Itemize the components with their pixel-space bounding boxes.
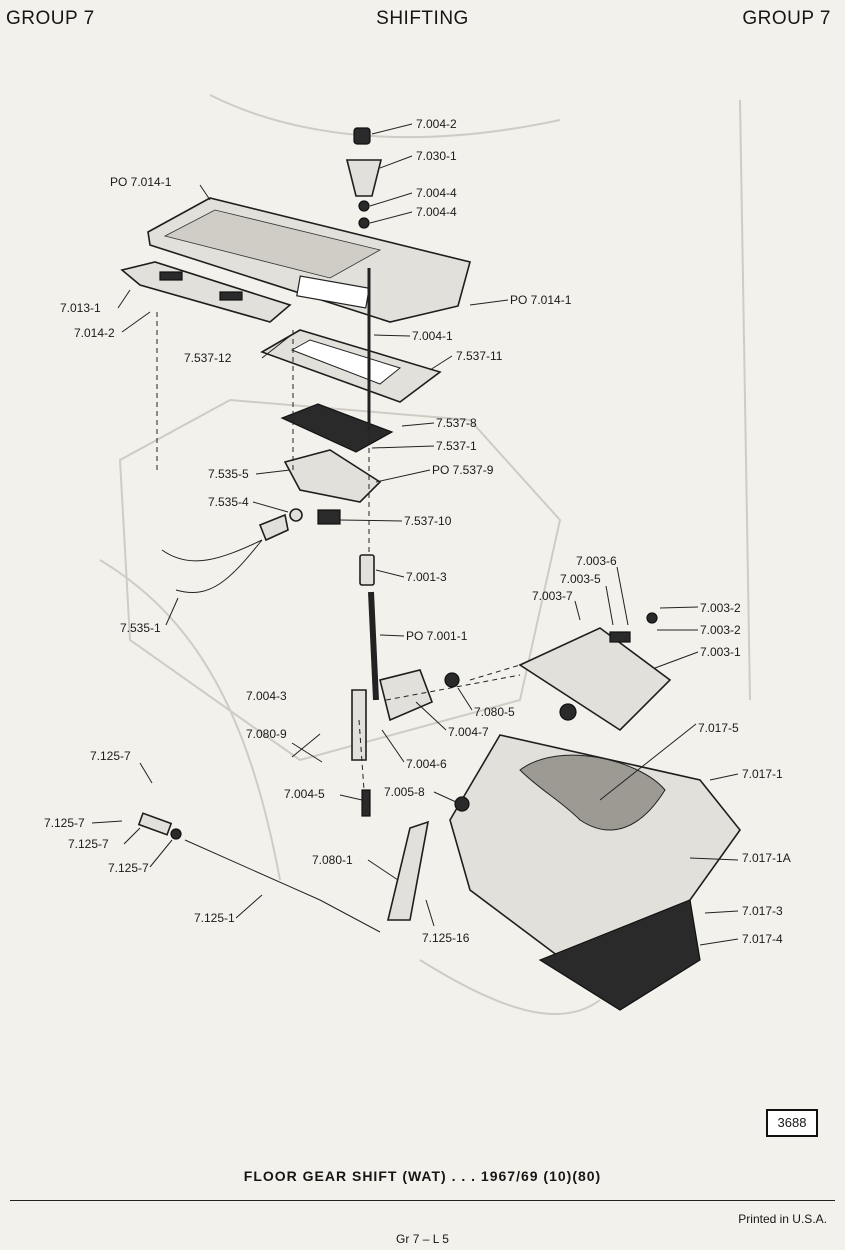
callout-label: 7.017-4 <box>742 932 783 946</box>
callout-label: 7.004-6 <box>406 757 447 771</box>
selector-indicator-plate <box>280 403 394 453</box>
callout-label: 7.080-1 <box>312 853 353 867</box>
group-header-left: GROUP 7 <box>6 8 95 29</box>
callout-label: 7.003-2 <box>700 601 741 615</box>
callout-label: 7.004-5 <box>284 787 325 801</box>
shift-knob-assembly <box>345 127 383 229</box>
console-cover-panel <box>147 197 471 323</box>
callout-label: 7.003-1 <box>700 645 741 659</box>
callout-label: 7.003-7 <box>532 589 573 603</box>
exploded-parts-diagram: 7.004-2 7.030-1 PO 7.014-1 7.004-4 7.004… <box>44 94 791 1016</box>
callout-label: 7.537-8 <box>436 416 477 430</box>
callout-label: 7.014-2 <box>74 326 115 340</box>
footer-rule <box>10 1200 835 1201</box>
printed-notice: Printed in U.S.A. <box>738 1212 827 1226</box>
callout-label: 7.537-10 <box>404 514 452 528</box>
group-header-right: GROUP 7 <box>742 8 831 29</box>
callout-label: 7.125-7 <box>108 861 149 875</box>
lamp-socket-cable <box>161 508 303 594</box>
callout-label: 7.125-16 <box>422 931 470 945</box>
callout-label: 7.004-7 <box>448 725 489 739</box>
callout-label: 7.125-7 <box>90 749 131 763</box>
callout-label: 7.013-1 <box>60 301 101 315</box>
shift-gate-plate <box>260 329 442 403</box>
callout-label: 7.004-1 <box>412 329 453 343</box>
console-lower-tray <box>120 261 292 323</box>
callout-label: PO 7.014-1 <box>510 293 572 307</box>
callout-label: 7.535-1 <box>120 621 161 635</box>
figure-number-box: 3688 <box>766 1109 818 1137</box>
callout-label: 7.004-2 <box>416 117 457 131</box>
callout-label: PO 7.014-1 <box>110 175 172 189</box>
lamp-housing <box>283 449 382 525</box>
callout-label: 7.017-3 <box>742 904 783 918</box>
section-title: SHIFTING <box>376 8 469 29</box>
shift-lever <box>351 268 460 817</box>
callout-label: 7.004-4 <box>416 205 457 219</box>
callout-label: 7.535-5 <box>208 467 249 481</box>
assembly-center-lines <box>156 312 521 791</box>
figure-caption: FLOOR GEAR SHIFT (WAT) . . . 1967/69 (10… <box>243 1168 602 1184</box>
leader-lines <box>91 123 739 946</box>
callout-label: 7.004-4 <box>416 186 457 200</box>
callout-label: 7.017-5 <box>698 721 739 735</box>
callout-label: 7.535-4 <box>208 495 249 509</box>
callout-label: 7.017-1A <box>742 851 791 865</box>
part-callouts: 7.004-2 7.030-1 PO 7.014-1 7.004-4 7.004… <box>44 117 791 946</box>
callout-label: 7.003-6 <box>576 554 617 568</box>
page-number: Gr 7 – L 5 <box>396 1232 449 1246</box>
callout-label: 7.005-8 <box>384 785 425 799</box>
callout-label: 7.003-2 <box>700 623 741 637</box>
console-housing <box>449 734 742 1011</box>
callout-label: 7.030-1 <box>416 149 457 163</box>
callout-label: 7.537-12 <box>184 351 232 365</box>
callout-label: 7.537-1 <box>436 439 477 453</box>
callout-label: 7.125-7 <box>44 816 85 830</box>
callout-label: 7.003-5 <box>560 572 601 586</box>
callout-label: 7.080-9 <box>246 727 287 741</box>
callout-label: 7.125-1 <box>194 911 235 925</box>
callout-label: 7.080-5 <box>474 705 515 719</box>
callout-label: 7.537-11 <box>456 349 503 363</box>
callout-label: PO 7.537-9 <box>432 463 494 477</box>
shift-linkage-rod <box>137 796 470 933</box>
callout-label: 7.004-3 <box>246 689 287 703</box>
callout-label: 7.001-3 <box>406 570 447 584</box>
shifter-base-bracket <box>518 612 672 732</box>
callout-label: PO 7.001-1 <box>406 629 468 643</box>
callout-label: 7.017-1 <box>742 767 783 781</box>
callout-label: 7.125-7 <box>68 837 109 851</box>
